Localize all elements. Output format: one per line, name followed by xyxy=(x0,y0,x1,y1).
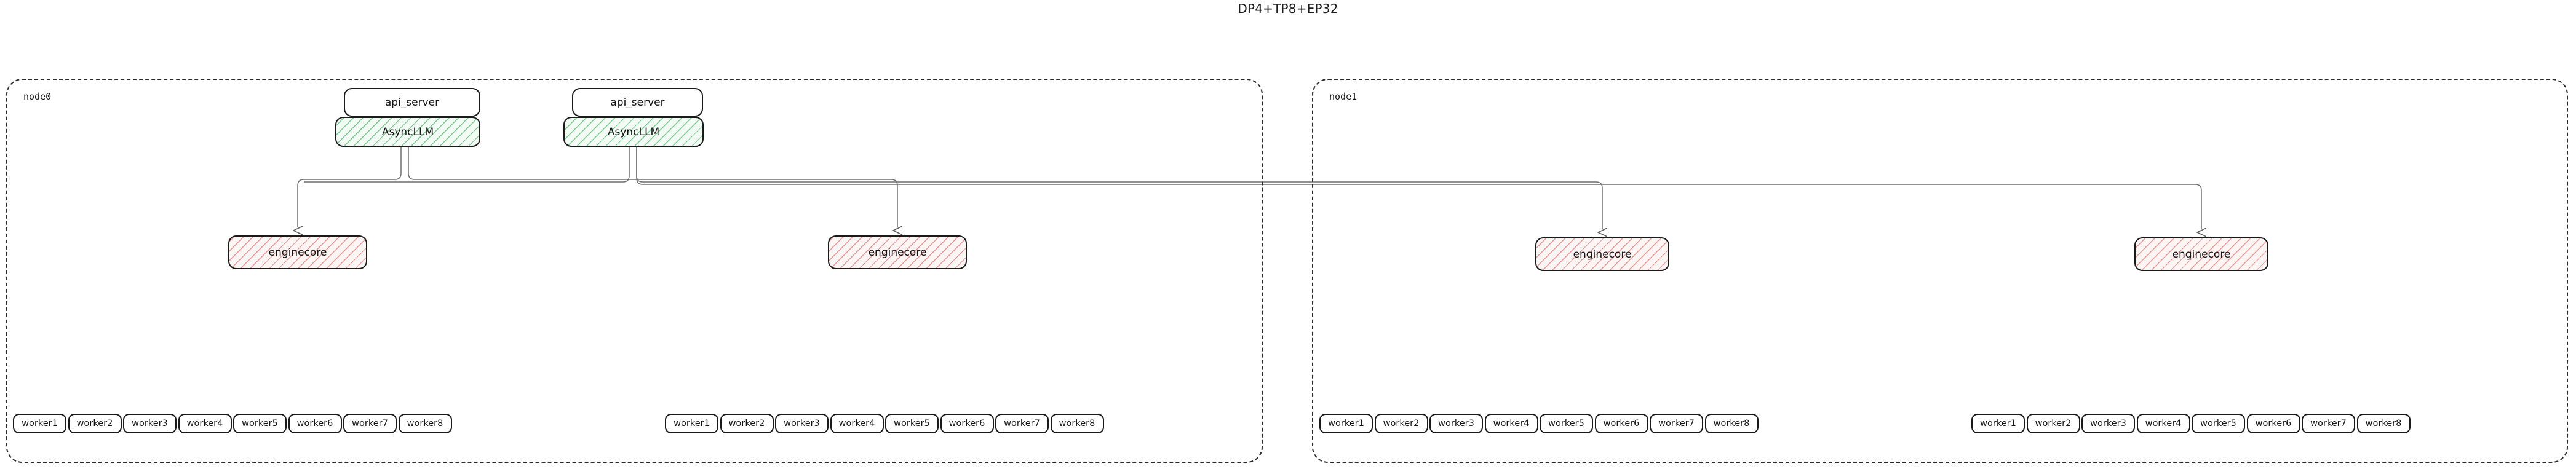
worker-box[interactable]: worker8 xyxy=(1050,414,1104,433)
worker-box[interactable]: worker8 xyxy=(1704,414,1759,433)
node-label-node0: node0 xyxy=(23,91,52,102)
api-server-box[interactable]: api_server xyxy=(344,88,480,117)
enginecore-box[interactable]: enginecore xyxy=(828,235,967,269)
api-server-box[interactable]: api_server xyxy=(572,88,703,117)
worker-box[interactable]: worker5 xyxy=(233,414,287,433)
worker-box[interactable]: worker3 xyxy=(775,414,829,433)
asyncllm-box[interactable]: AsyncLLM xyxy=(335,117,480,147)
worker-box[interactable]: worker3 xyxy=(1429,414,1483,433)
page-title: DP4+TP8+EP32 xyxy=(1238,1,1338,16)
worker-box[interactable]: worker4 xyxy=(1484,414,1538,433)
worker-box[interactable]: worker2 xyxy=(1374,414,1428,433)
node-cluster-node1 xyxy=(1312,79,2568,463)
enginecore-box[interactable]: enginecore xyxy=(2134,237,2268,271)
worker-box[interactable]: worker4 xyxy=(2136,414,2190,433)
node-cluster-node0 xyxy=(6,79,1263,463)
worker-box[interactable]: worker6 xyxy=(940,414,994,433)
worker-box[interactable]: worker8 xyxy=(398,414,452,433)
worker-box[interactable]: worker1 xyxy=(1971,414,2025,433)
asyncllm-box[interactable]: AsyncLLM xyxy=(563,117,704,147)
worker-box[interactable]: worker3 xyxy=(2081,414,2135,433)
worker-box[interactable]: worker2 xyxy=(2026,414,2080,433)
worker-box[interactable]: worker1 xyxy=(13,414,66,433)
worker-box[interactable]: worker3 xyxy=(123,414,177,433)
worker-box[interactable]: worker4 xyxy=(178,414,232,433)
worker-box[interactable]: worker7 xyxy=(995,414,1049,433)
worker-box[interactable]: worker8 xyxy=(2356,414,2411,433)
worker-box[interactable]: worker2 xyxy=(720,414,774,433)
worker-box[interactable]: worker1 xyxy=(665,414,718,433)
worker-box[interactable]: worker1 xyxy=(1319,414,1373,433)
worker-box[interactable]: worker7 xyxy=(1650,414,1703,433)
worker-box[interactable]: worker5 xyxy=(2192,414,2245,433)
enginecore-box[interactable]: enginecore xyxy=(1535,237,1669,271)
worker-box[interactable]: worker6 xyxy=(1594,414,1648,433)
worker-box[interactable]: worker7 xyxy=(343,414,397,433)
worker-box[interactable]: worker2 xyxy=(68,414,122,433)
worker-box[interactable]: worker5 xyxy=(1540,414,1593,433)
worker-box[interactable]: worker5 xyxy=(885,414,939,433)
node-label-node1: node1 xyxy=(1329,91,1358,102)
worker-box[interactable]: worker4 xyxy=(830,414,884,433)
worker-box[interactable]: worker7 xyxy=(2302,414,2355,433)
enginecore-box[interactable]: enginecore xyxy=(228,235,367,269)
worker-box[interactable]: worker6 xyxy=(288,414,342,433)
worker-box[interactable]: worker6 xyxy=(2246,414,2300,433)
